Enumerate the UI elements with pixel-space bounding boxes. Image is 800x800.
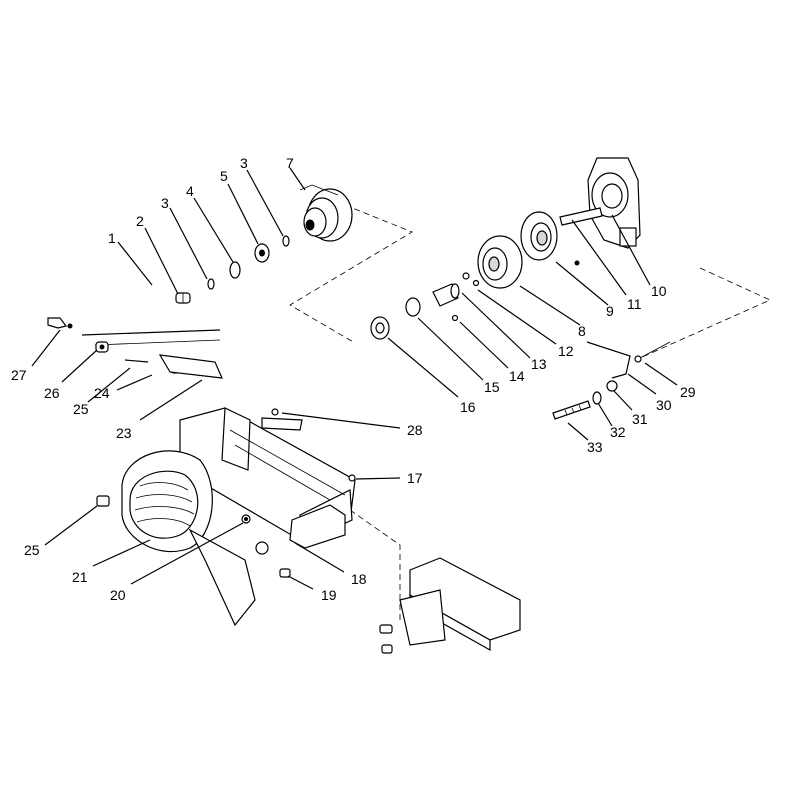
- screw-28: [271, 408, 279, 416]
- callout-25b: 25: [24, 542, 40, 558]
- callout-27: 27: [11, 367, 27, 383]
- callout-2: 2: [136, 213, 144, 229]
- spacer-13: [432, 283, 460, 307]
- callout-29: 29: [680, 384, 696, 400]
- callout-23: 23: [116, 425, 132, 441]
- blower-housing-21: [121, 450, 256, 627]
- pin-25a: [124, 359, 149, 363]
- callout-4: 4: [186, 183, 194, 199]
- callout-15: 15: [484, 379, 500, 395]
- screw-14: [451, 314, 459, 322]
- screw-17: [348, 474, 356, 482]
- callout-25a: 25: [73, 401, 89, 417]
- bearing-5: [254, 243, 270, 263]
- washer-32: [592, 391, 602, 405]
- callout-24: 24: [94, 385, 110, 401]
- screw-19: [279, 568, 291, 578]
- callout-28: 28: [407, 422, 423, 438]
- bushing-16: [370, 316, 390, 340]
- callout-5: 5: [220, 168, 228, 184]
- callout-3a: 3: [161, 195, 169, 211]
- callout-8: 8: [578, 323, 586, 339]
- callout-19: 19: [321, 587, 337, 603]
- callout-32: 32: [610, 424, 626, 440]
- assembly-lines: [289, 204, 771, 620]
- pulley-9: [520, 211, 558, 261]
- knob: [255, 541, 269, 555]
- clip-27: [47, 317, 73, 329]
- callout-26: 26: [44, 385, 60, 401]
- callout-9: 9: [606, 303, 614, 319]
- callout-21: 21: [72, 569, 88, 585]
- pulley-7: [299, 184, 353, 242]
- callout-33: 33: [587, 439, 603, 455]
- washer-3b: [282, 235, 290, 247]
- pivot-26: [95, 341, 109, 353]
- pulley-8: [477, 235, 523, 289]
- callout-16: 16: [460, 399, 476, 415]
- callouts: 1 2 3 4 5 3 7 10 11 9 8 12 13 14 15 16 2…: [11, 155, 696, 603]
- callout-31: 31: [632, 411, 648, 427]
- callout-13: 13: [531, 356, 547, 372]
- callout-1: 1: [108, 230, 116, 246]
- callout-7: 7: [286, 155, 294, 171]
- shaft-rod: [81, 329, 221, 346]
- leader-lines: [31, 167, 678, 590]
- pin-29: [639, 341, 671, 359]
- washer-3a: [207, 278, 215, 290]
- channel-bracket: [379, 557, 521, 654]
- cap-25b: [96, 495, 110, 507]
- callout-12: 12: [558, 343, 574, 359]
- bolt-33: [552, 400, 591, 420]
- key-11: [574, 260, 580, 266]
- bushing-2: [175, 292, 191, 304]
- screw-12: [462, 272, 480, 287]
- ring-4: [229, 261, 241, 279]
- nut-20: [241, 514, 251, 524]
- callout-20: 20: [110, 587, 126, 603]
- callout-18: 18: [351, 571, 367, 587]
- callout-30: 30: [656, 397, 672, 413]
- lever-30: [586, 341, 642, 379]
- washer-15: [405, 297, 421, 317]
- shaft-10: [559, 207, 603, 226]
- cable-1: [140, 261, 173, 351]
- callout-3b: 3: [240, 155, 248, 171]
- bracket-23: [158, 354, 223, 379]
- washer-31: [606, 380, 618, 392]
- bracket-18: [289, 504, 346, 549]
- callout-10: 10: [651, 283, 667, 299]
- housing-10: [587, 157, 641, 249]
- callout-11: 11: [627, 296, 642, 312]
- callout-17: 17: [407, 470, 423, 486]
- callout-14: 14: [509, 368, 525, 384]
